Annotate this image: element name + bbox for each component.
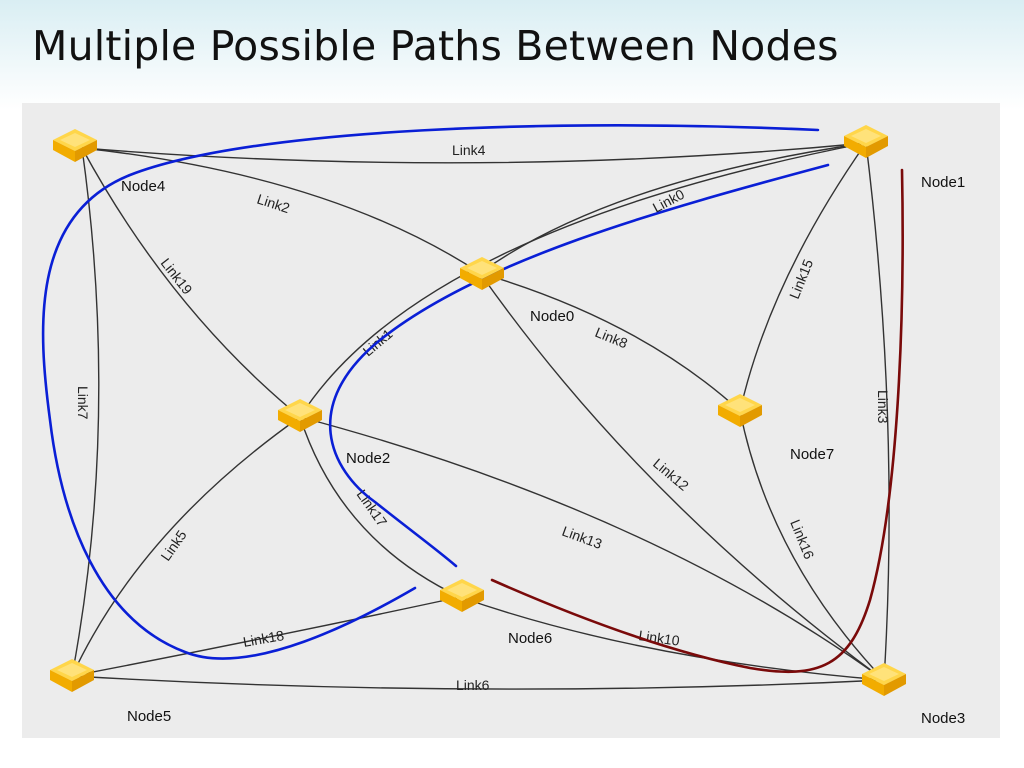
link18-label: Link18 (242, 627, 286, 650)
link2-label: Link2 (255, 191, 292, 217)
node7-router-icon[interactable] (718, 394, 762, 427)
node4-router-icon[interactable] (53, 129, 97, 162)
link3-line[interactable] (865, 142, 890, 681)
network-diagram-svg: Link4 Link2 Link19 Link7 Link0 Link1 Lin… (41, 124, 965, 727)
node6-label: Node6 (508, 630, 552, 647)
path-red (490, 168, 904, 674)
link-labels: Link4 Link2 Link19 Link7 Link0 Link1 Lin… (75, 142, 891, 693)
link7-label: Link7 (75, 386, 91, 420)
link3-label: Link3 (875, 390, 891, 424)
link2-line[interactable] (81, 147, 481, 274)
path-blue-inner (328, 163, 830, 568)
link16-line[interactable] (739, 410, 885, 681)
link18-line[interactable] (71, 596, 461, 677)
node1-label: Node1 (921, 174, 965, 191)
link12-line[interactable] (479, 272, 885, 681)
link10-label: Link10 (638, 627, 681, 649)
network-diagram: Link4 Link2 Link19 Link7 Link0 Link1 Lin… (22, 103, 1000, 738)
link10-line[interactable] (459, 596, 885, 681)
link6-label: Link6 (456, 677, 490, 693)
path-blue-outer (41, 124, 820, 660)
link8-label: Link8 (593, 324, 630, 351)
node0-label: Node0 (530, 308, 574, 325)
link17-line[interactable] (299, 416, 461, 598)
node6-router-icon[interactable] (440, 579, 484, 612)
link13-line[interactable] (299, 416, 885, 681)
link5-label: Link5 (157, 527, 189, 564)
node-labels: Node4 Node1 Node0 Node2 Node7 Node6 Node… (121, 174, 965, 727)
link13-label: Link13 (560, 523, 604, 552)
link19-line[interactable] (81, 147, 301, 418)
node2-label: Node2 (346, 450, 390, 467)
node5-router-icon[interactable] (50, 659, 94, 692)
link4-label: Link4 (452, 142, 486, 158)
link0-line[interactable] (479, 142, 867, 274)
links (71, 142, 890, 690)
link7-line[interactable] (71, 147, 100, 677)
node5-label: Node5 (127, 708, 171, 725)
link15-label: Link15 (786, 257, 816, 301)
link8-line[interactable] (479, 272, 741, 412)
highlighted-paths (41, 124, 904, 674)
node7-label: Node7 (790, 446, 834, 463)
link1-line[interactable] (299, 142, 867, 418)
node1-router-icon[interactable] (844, 125, 888, 158)
link6-line[interactable] (71, 675, 885, 690)
node3-label: Node3 (921, 710, 965, 727)
link5-line[interactable] (71, 416, 301, 677)
link12-label: Link12 (650, 455, 692, 494)
slide-title: Multiple Possible Paths Between Nodes (32, 22, 839, 70)
link15-line[interactable] (739, 142, 867, 412)
node4-label: Node4 (121, 178, 165, 195)
